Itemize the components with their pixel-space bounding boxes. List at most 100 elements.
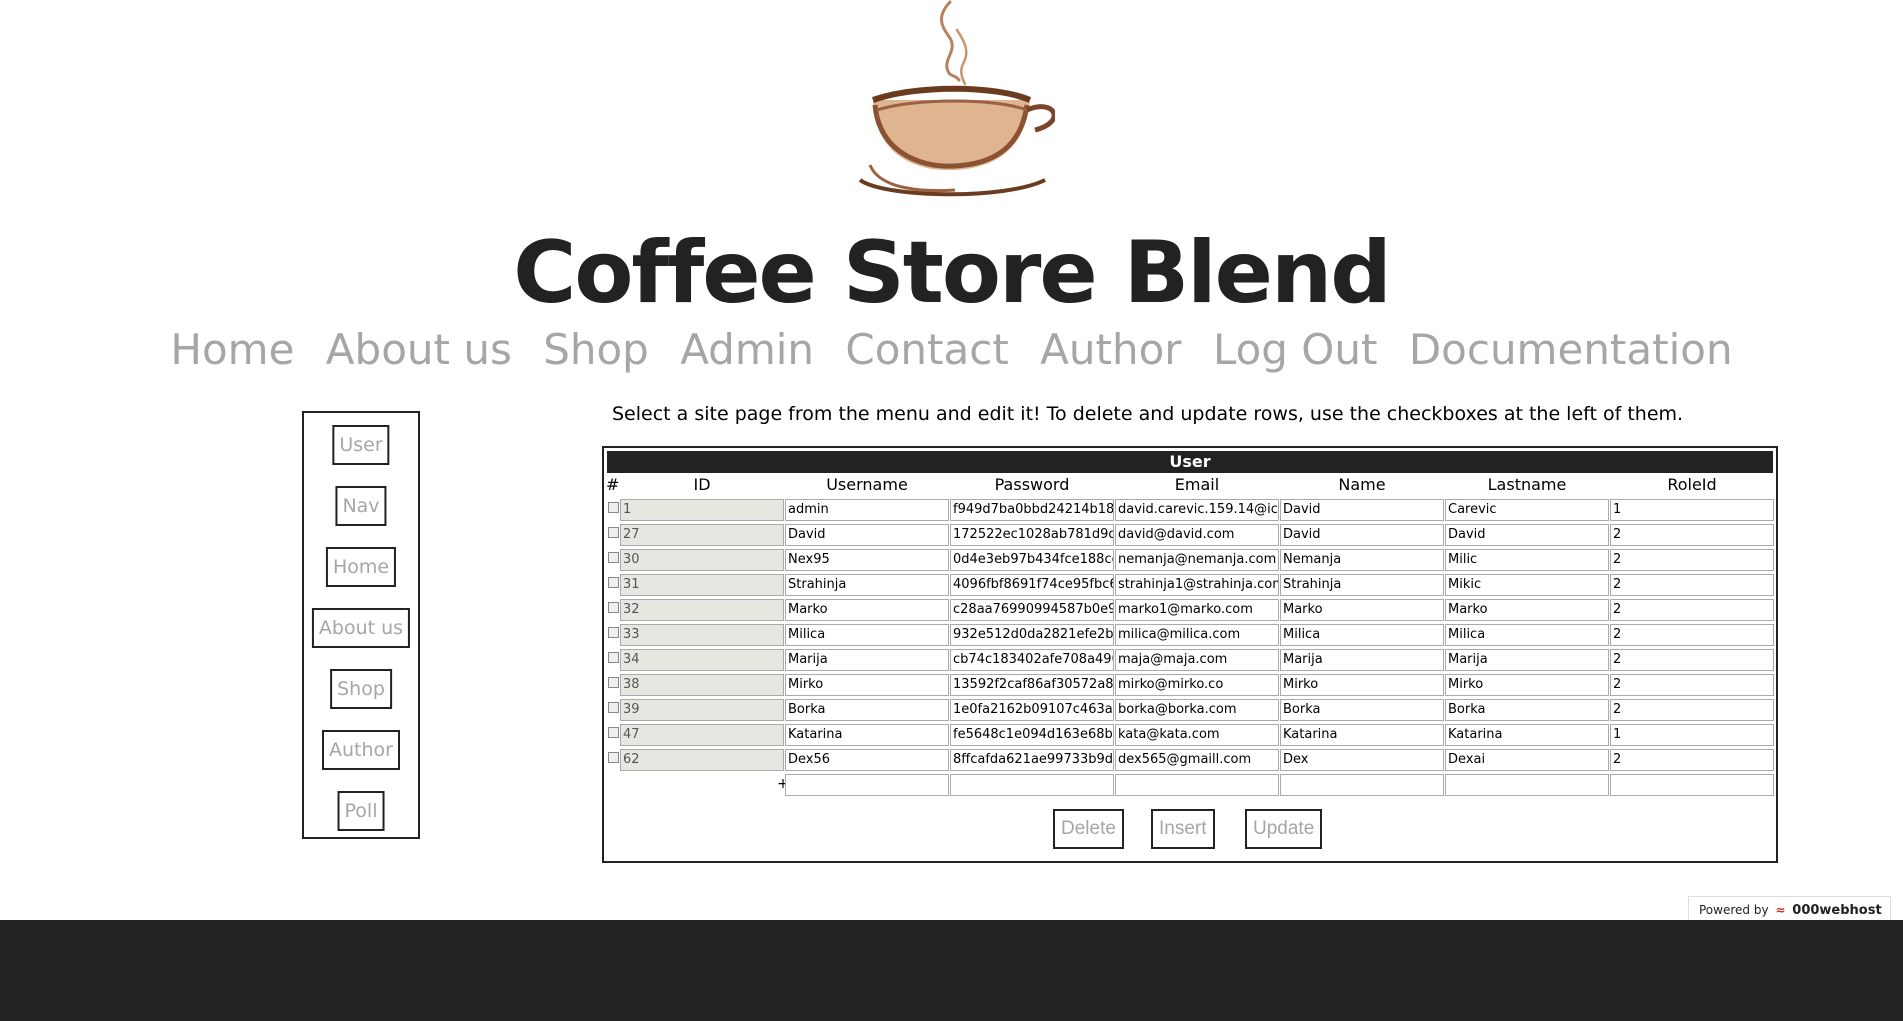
nav-home[interactable]: Home — [170, 325, 295, 374]
cell-lastname[interactable]: Mikic — [1445, 574, 1609, 596]
cell-username[interactable]: Strahinja — [785, 574, 949, 596]
side-menu-home-button[interactable]: Home — [325, 547, 397, 587]
nav-about-us[interactable]: About us — [325, 325, 512, 374]
cell-lastname[interactable]: Milic — [1445, 549, 1609, 571]
cell-email[interactable]: david@david.com — [1115, 524, 1279, 546]
row-select-checkbox[interactable] — [608, 702, 619, 713]
cell-name[interactable]: Mirko — [1280, 674, 1444, 696]
cell-id[interactable]: 27 — [620, 524, 784, 546]
cell-password[interactable]: 13592f2caf86af30572a825 — [950, 674, 1114, 696]
side-menu-nav-button[interactable]: Nav — [335, 486, 387, 526]
nav-admin[interactable]: Admin — [680, 325, 815, 374]
cell-lastname[interactable]: Milica — [1445, 624, 1609, 646]
row-select-checkbox[interactable] — [608, 577, 619, 588]
new-username-field[interactable] — [785, 774, 949, 796]
cell-username[interactable]: Milica — [785, 624, 949, 646]
row-select-checkbox[interactable] — [608, 552, 619, 563]
cell-id[interactable]: 34 — [620, 649, 784, 671]
cell-password[interactable]: 0d4e3eb97b434fce188ce8 — [950, 549, 1114, 571]
cell-lastname[interactable]: Katarina — [1445, 724, 1609, 746]
cell-name[interactable]: Marija — [1280, 649, 1444, 671]
cell-id[interactable]: 31 — [620, 574, 784, 596]
update-button[interactable]: Update — [1245, 809, 1323, 849]
side-menu-user-button[interactable]: User — [332, 425, 390, 465]
new-password-field[interactable] — [950, 774, 1114, 796]
cell-name[interactable]: David — [1280, 499, 1444, 521]
row-select-checkbox[interactable] — [608, 752, 619, 763]
new-email-field[interactable] — [1115, 774, 1279, 796]
cell-lastname[interactable]: Carevic — [1445, 499, 1609, 521]
cell-password[interactable]: 4096fbf8691f74ce95fbc67 — [950, 574, 1114, 596]
cell-lastname[interactable]: Marija — [1445, 649, 1609, 671]
cell-name[interactable]: Milica — [1280, 624, 1444, 646]
cell-name[interactable]: Dex — [1280, 749, 1444, 771]
cell-username[interactable]: Borka — [785, 699, 949, 721]
nav-log-out[interactable]: Log Out — [1212, 325, 1378, 374]
delete-button[interactable]: Delete — [1053, 809, 1124, 849]
row-select-checkbox[interactable] — [608, 677, 619, 688]
nav-contact[interactable]: Contact — [845, 325, 1009, 374]
cell-roleid[interactable]: 2 — [1610, 524, 1774, 546]
cell-email[interactable]: david.carevic.159.14@ict.edu.rs — [1115, 499, 1279, 521]
nav-shop[interactable]: Shop — [543, 325, 649, 374]
cell-email[interactable]: strahinja1@strahinja.com — [1115, 574, 1279, 596]
new-lastname-field[interactable] — [1445, 774, 1609, 796]
row-select-checkbox[interactable] — [608, 527, 619, 538]
row-select-checkbox[interactable] — [608, 502, 619, 513]
cell-username[interactable]: Marko — [785, 599, 949, 621]
cell-password[interactable]: 1e0fa2162b09107c463a2a — [950, 699, 1114, 721]
cell-roleid[interactable]: 1 — [1610, 499, 1774, 521]
side-menu-poll-button[interactable]: Poll — [337, 791, 385, 831]
cell-roleid[interactable]: 2 — [1610, 574, 1774, 596]
cell-id[interactable]: 38 — [620, 674, 784, 696]
new-name-field[interactable] — [1280, 774, 1444, 796]
cell-id[interactable]: 33 — [620, 624, 784, 646]
cell-username[interactable]: admin — [785, 499, 949, 521]
cell-roleid[interactable]: 2 — [1610, 624, 1774, 646]
cell-roleid[interactable]: 2 — [1610, 749, 1774, 771]
cell-username[interactable]: Dex56 — [785, 749, 949, 771]
row-select-checkbox[interactable] — [608, 627, 619, 638]
nav-author[interactable]: Author — [1040, 325, 1182, 374]
new-roleid-field[interactable] — [1610, 774, 1774, 796]
cell-roleid[interactable]: 2 — [1610, 674, 1774, 696]
cell-password[interactable]: 8ffcafda621ae99733b9dec — [950, 749, 1114, 771]
cell-password[interactable]: 932e512d0da2821efe2b81 — [950, 624, 1114, 646]
cell-username[interactable]: Katarina — [785, 724, 949, 746]
cell-password[interactable]: cb74c183402afe708a490f0 — [950, 649, 1114, 671]
cell-roleid[interactable]: 1 — [1610, 724, 1774, 746]
cell-password[interactable]: 172522ec1028ab781d9dfd — [950, 524, 1114, 546]
cell-name[interactable]: David — [1280, 524, 1444, 546]
cell-name[interactable]: Nemanja — [1280, 549, 1444, 571]
cell-id[interactable]: 1 — [620, 499, 784, 521]
cell-username[interactable]: Nex95 — [785, 549, 949, 571]
cell-email[interactable]: nemanja@nemanja.com — [1115, 549, 1279, 571]
nav-documentation[interactable]: Documentation — [1408, 325, 1733, 374]
cell-password[interactable]: fe5648c1e094d163e68b8b — [950, 724, 1114, 746]
cell-password[interactable]: f949d7ba0bbd24214b186d — [950, 499, 1114, 521]
cell-id[interactable]: 62 — [620, 749, 784, 771]
cell-email[interactable]: dex565@gmaill.com — [1115, 749, 1279, 771]
cell-roleid[interactable]: 2 — [1610, 599, 1774, 621]
cell-lastname[interactable]: Marko — [1445, 599, 1609, 621]
cell-email[interactable]: milica@milica.com — [1115, 624, 1279, 646]
cell-username[interactable]: Mirko — [785, 674, 949, 696]
cell-email[interactable]: marko1@marko.com — [1115, 599, 1279, 621]
cell-name[interactable]: Marko — [1280, 599, 1444, 621]
cell-roleid[interactable]: 2 — [1610, 649, 1774, 671]
cell-email[interactable]: maja@maja.com — [1115, 649, 1279, 671]
row-select-checkbox[interactable] — [608, 727, 619, 738]
row-select-checkbox[interactable] — [608, 602, 619, 613]
cell-lastname[interactable]: Borka — [1445, 699, 1609, 721]
cell-lastname[interactable]: Dexai — [1445, 749, 1609, 771]
side-menu-shop-button[interactable]: Shop — [330, 669, 392, 709]
cell-roleid[interactable]: 2 — [1610, 699, 1774, 721]
cell-name[interactable]: Katarina — [1280, 724, 1444, 746]
cell-email[interactable]: borka@borka.com — [1115, 699, 1279, 721]
cell-roleid[interactable]: 2 — [1610, 549, 1774, 571]
cell-password[interactable]: c28aa76990994587b0e907 — [950, 599, 1114, 621]
cell-id[interactable]: 47 — [620, 724, 784, 746]
cell-id[interactable]: 39 — [620, 699, 784, 721]
cell-name[interactable]: Strahinja — [1280, 574, 1444, 596]
row-select-checkbox[interactable] — [608, 652, 619, 663]
